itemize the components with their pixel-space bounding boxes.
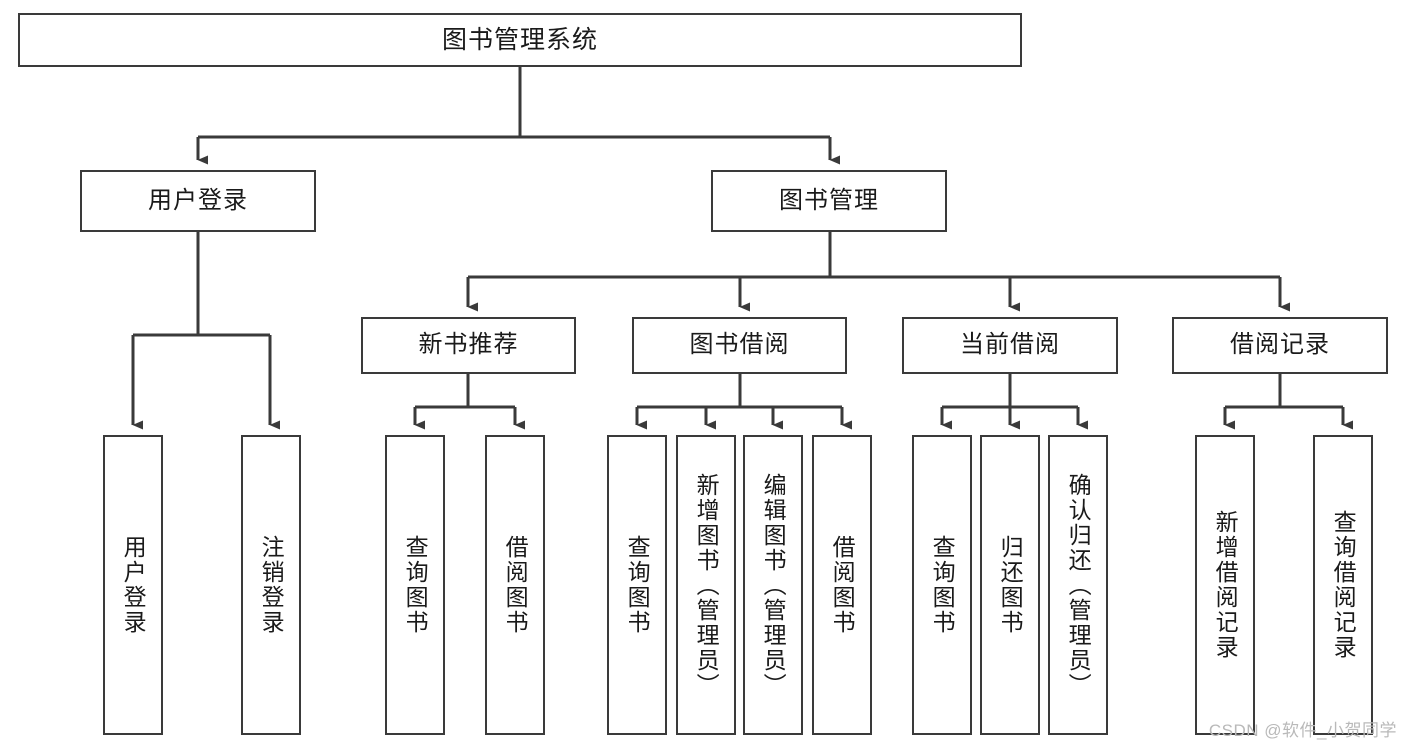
- node-label: 查询图书: [624, 535, 651, 635]
- node-label: 借阅图书: [502, 535, 529, 635]
- node-label: 新增借阅记录: [1212, 510, 1239, 660]
- node-leaf-add-book[interactable]: 新增图书（管理员）: [676, 435, 736, 735]
- node-leaf-query-book-borrow[interactable]: 查询图书: [607, 435, 667, 735]
- node-book-manage[interactable]: 图书管理: [711, 170, 947, 232]
- node-label: 确认归还（管理员）: [1065, 472, 1092, 698]
- node-label: 新书推荐: [418, 331, 519, 359]
- node-label: 借阅记录: [1230, 331, 1330, 359]
- node-label: 当前借阅: [960, 331, 1060, 359]
- node-leaf-add-borrow-record[interactable]: 新增借阅记录: [1195, 435, 1255, 735]
- node-label: 用户登录: [120, 535, 147, 635]
- node-book-borrow[interactable]: 图书借阅: [632, 317, 847, 374]
- node-label: 查询借阅记录: [1330, 510, 1357, 660]
- node-leaf-edit-book[interactable]: 编辑图书（管理员）: [743, 435, 803, 735]
- watermark-text: CSDN @软件_小贺同学: [1208, 721, 1397, 740]
- node-label: 编辑图书（管理员）: [760, 472, 787, 698]
- node-label: 图书管理系统: [441, 26, 598, 54]
- node-leaf-query-borrow-record[interactable]: 查询借阅记录: [1313, 435, 1373, 735]
- node-leaf-borrow-book-recommend[interactable]: 借阅图书: [485, 435, 545, 735]
- node-label: 归还图书: [997, 535, 1024, 635]
- node-label: 查询图书: [929, 535, 956, 635]
- node-root-system[interactable]: 图书管理系统: [18, 13, 1022, 67]
- node-label: 用户登录: [148, 186, 248, 214]
- node-leaf-logout[interactable]: 注销登录: [241, 435, 301, 735]
- node-leaf-query-book-current[interactable]: 查询图书: [912, 435, 972, 735]
- node-label: 查询图书: [402, 535, 429, 635]
- node-current-borrow[interactable]: 当前借阅: [902, 317, 1118, 374]
- node-leaf-query-book-recommend[interactable]: 查询图书: [385, 435, 445, 735]
- node-label: 图书借阅: [689, 331, 790, 359]
- node-borrow-record[interactable]: 借阅记录: [1172, 317, 1388, 374]
- node-leaf-user-login[interactable]: 用户登录: [103, 435, 163, 735]
- node-label: 注销登录: [258, 535, 285, 635]
- node-new-book-recommend[interactable]: 新书推荐: [361, 317, 576, 374]
- node-leaf-return-book[interactable]: 归还图书: [980, 435, 1040, 735]
- node-label: 借阅图书: [829, 535, 856, 635]
- node-user-login[interactable]: 用户登录: [80, 170, 316, 232]
- node-label: 图书管理: [779, 186, 879, 214]
- node-label: 新增图书（管理员）: [693, 472, 720, 698]
- node-leaf-confirm-return[interactable]: 确认归还（管理员）: [1048, 435, 1108, 735]
- node-leaf-borrow-book[interactable]: 借阅图书: [812, 435, 872, 735]
